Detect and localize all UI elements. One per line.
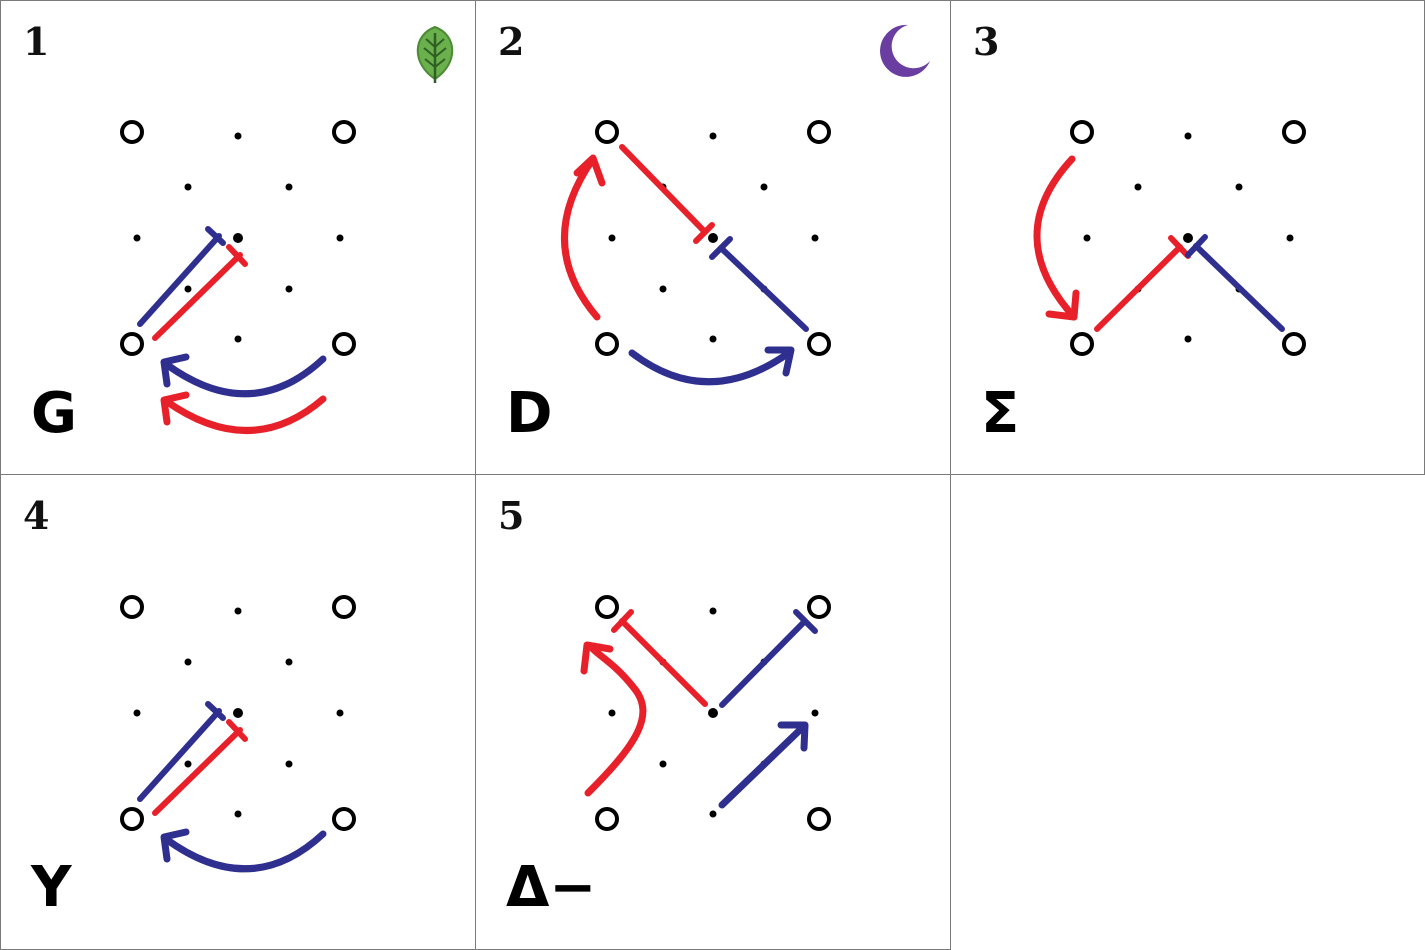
red-arrow [160, 391, 327, 434]
red-bar [152, 244, 248, 341]
panel-letter: Δ− [506, 855, 597, 920]
red-arrow [580, 641, 647, 797]
panel-letter: G [31, 381, 77, 446]
blue-arrow [628, 346, 795, 386]
lattice-diagram-4 [120, 595, 356, 873]
lattice-dots [133, 607, 344, 818]
corner-nodes [595, 120, 831, 356]
red-arrow [561, 154, 606, 321]
panel-5: 5 Δ− [475, 474, 951, 950]
red-bar [619, 144, 715, 244]
panel-number: 1 [23, 19, 50, 64]
lattice-dots [133, 132, 344, 343]
blue-bar [137, 701, 226, 802]
lattice-diagram-5 [580, 595, 831, 831]
leaf-icon [416, 25, 454, 83]
red-bar [611, 609, 708, 707]
blue-arrow [160, 353, 327, 398]
blue-bar [1185, 234, 1285, 332]
moon-icon [880, 24, 930, 77]
panel-4: 4 Y [0, 474, 476, 950]
panel-number: 3 [973, 19, 1000, 64]
lattice-diagram-2 [561, 120, 831, 386]
panel-number: 2 [498, 19, 525, 64]
blue-arrow [718, 721, 809, 809]
panel-number: 5 [498, 493, 525, 538]
panel-2: 2 D [475, 0, 951, 475]
lattice-diagram-3 [1033, 120, 1306, 356]
blue-bar [137, 226, 226, 327]
corner-nodes [120, 595, 356, 831]
corner-nodes [595, 595, 831, 831]
panel-3: 3 Σ [950, 0, 1425, 475]
blue-arrow [160, 828, 327, 873]
panel-1: 1 G [0, 0, 476, 475]
panel-letter: Y [31, 855, 72, 920]
red-bar [152, 719, 248, 816]
red-arrow [1033, 155, 1080, 321]
blue-bar [719, 609, 818, 708]
panel-letter: Σ [981, 381, 1020, 446]
blue-bar [709, 236, 809, 332]
panel-letter: D [506, 381, 553, 446]
panel-number: 4 [23, 493, 50, 538]
red-bar [1094, 235, 1191, 332]
corner-nodes [1070, 120, 1306, 356]
corner-nodes [120, 120, 356, 356]
lattice-diagram-1 [120, 120, 356, 434]
